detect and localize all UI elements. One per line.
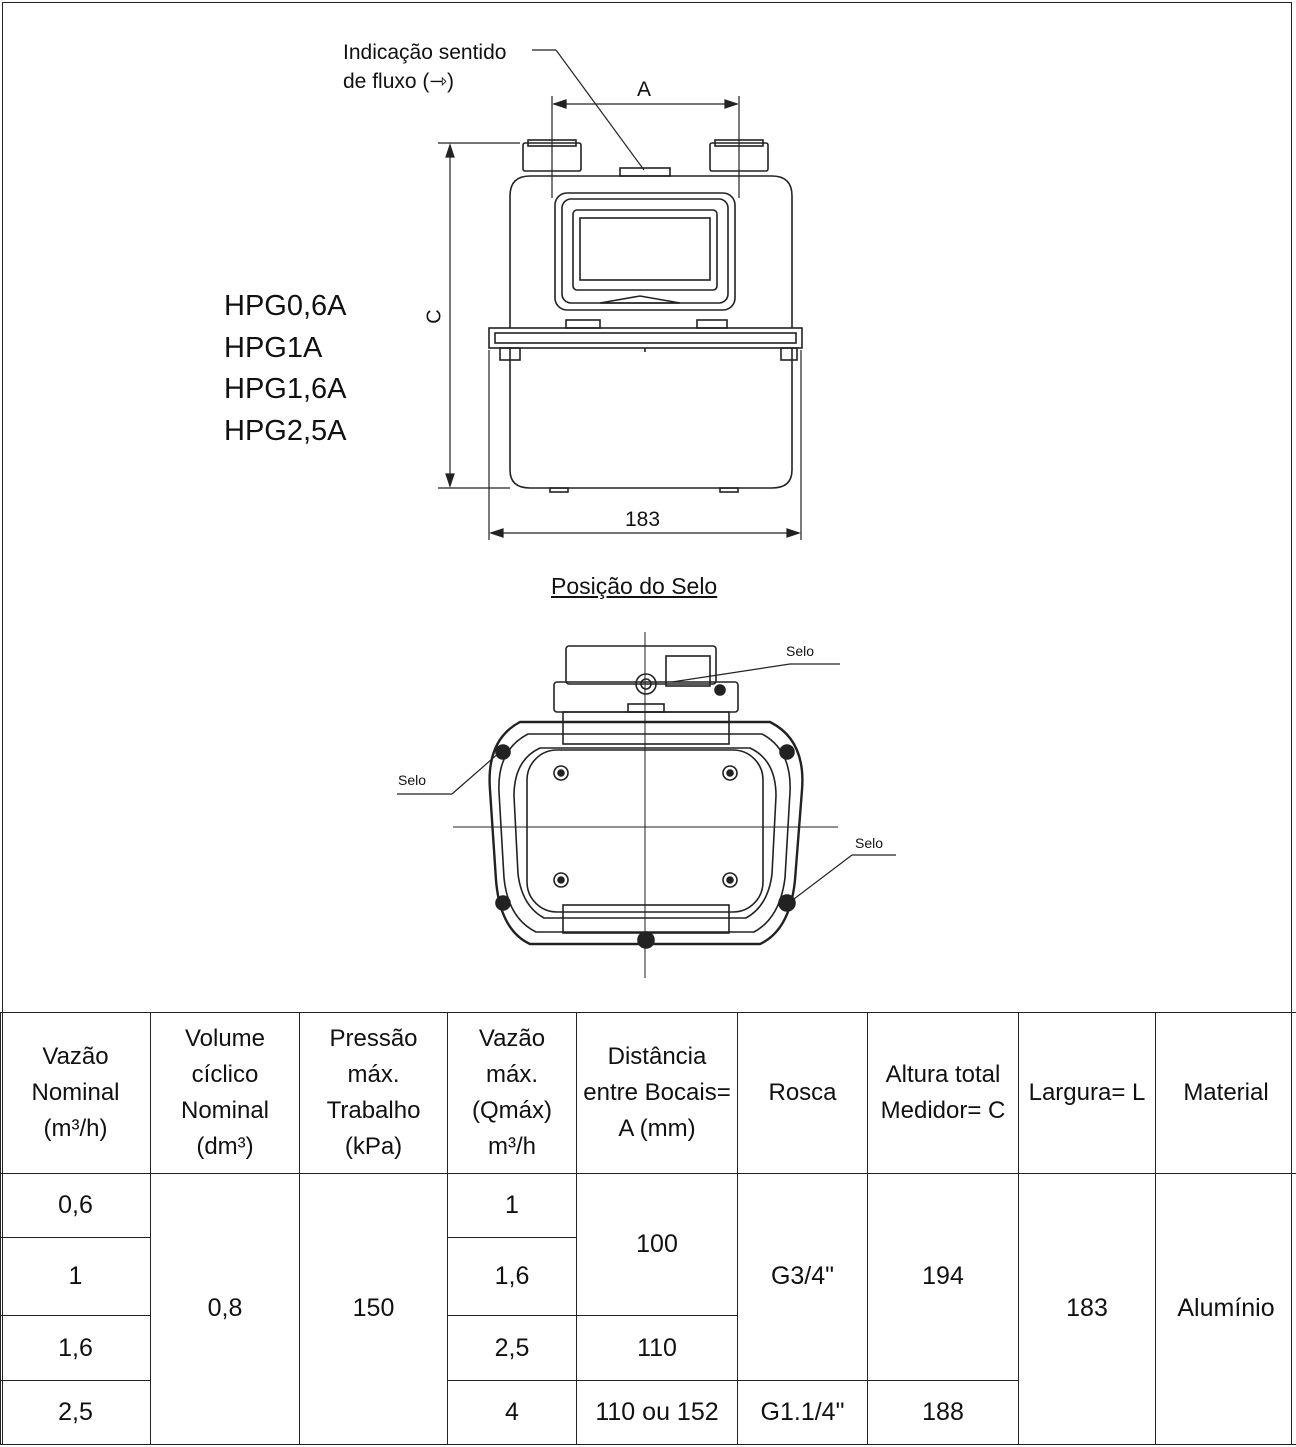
- seal-position-title: Posição do Selo: [551, 573, 718, 599]
- cell-material: Alumínio: [1155, 1172, 1296, 1446]
- header-material: Material: [1155, 1012, 1296, 1174]
- table-header-row: Vazão Nominal (m³/h) Volume cíclico Nomi…: [0, 1012, 1296, 1174]
- table-row: 2,5 4 110 ou 152 G1.1/4" 188: [0, 1379, 1296, 1446]
- header-vazao-max: Vazão máx. (Qmáx) m³/h: [447, 1012, 577, 1174]
- cell-vazao-max: 4: [447, 1379, 577, 1446]
- cell-largura: 183: [1018, 1172, 1156, 1446]
- model-name: HPG1,6A: [224, 373, 347, 405]
- cell-vazao-nominal: 0,6: [0, 1172, 151, 1239]
- model-name: HPG1A: [224, 331, 323, 364]
- dimension-a-label: A: [637, 78, 652, 101]
- flow-label-line1: Indicação sentido: [343, 41, 507, 64]
- header-altura: Altura total Medidor= C: [867, 1012, 1019, 1174]
- dimension-c-label: C: [423, 309, 446, 324]
- header-largura: Largura= L: [1018, 1012, 1156, 1174]
- meter-front-view: [488, 139, 803, 493]
- header-vazao-nominal: Vazão Nominal (m³/h): [0, 1012, 151, 1174]
- header-rosca: Rosca: [737, 1012, 868, 1174]
- model-name: HPG0,6A: [224, 290, 347, 322]
- meter-drawing-svg: [397, 49, 896, 978]
- seal-position-view: [397, 632, 896, 978]
- model-list: HPG0,6A HPG1A HPG1,6A HPG2,5A: [224, 286, 347, 452]
- header-volume-ciclico: Volume cíclico Nominal (dm³): [150, 1012, 300, 1174]
- cell-rosca: G3/4": [737, 1172, 868, 1381]
- cell-distancia: 110 ou 152: [576, 1379, 738, 1446]
- cell-vazao-max: 1,6: [447, 1237, 577, 1317]
- cell-vazao-max: 1: [447, 1172, 577, 1239]
- seal-label-right: Selo: [855, 835, 884, 851]
- technical-drawing: Indicação sentido de fluxo (⇾) A C 183 H…: [224, 38, 896, 978]
- cell-distancia: 110: [576, 1315, 738, 1381]
- cell-altura: 188: [867, 1379, 1019, 1446]
- seal-label-left: Selo: [398, 772, 427, 788]
- cell-rosca: G1.1/4": [737, 1379, 868, 1446]
- model-name: HPG2,5A: [224, 414, 347, 447]
- table-row: 1 1,6: [0, 1237, 1296, 1317]
- dimension-width-label: 183: [625, 508, 661, 531]
- table-row: 0,6 0,8 150 1 100 G3/4" 194 183 Alumínio: [0, 1172, 1296, 1446]
- cell-distancia: 100: [576, 1172, 738, 1317]
- dimension-lines: [438, 49, 802, 540]
- cell-vazao-nominal: 2,5: [0, 1379, 151, 1446]
- cell-vazao-max: 2,5: [447, 1315, 577, 1381]
- cell-volume-ciclico: 0,8: [150, 1172, 300, 1446]
- flow-direction-label: Indicação sentido de fluxo (⇾): [343, 38, 506, 96]
- header-distancia: Distância entre Bocais= A (mm): [576, 1012, 738, 1174]
- seal-label-top: Selo: [786, 643, 815, 659]
- cell-vazao-nominal: 1,6: [0, 1315, 151, 1381]
- cell-vazao-nominal: 1: [0, 1237, 151, 1317]
- cell-pressao: 150: [299, 1172, 448, 1446]
- flow-label-line2: de fluxo (⇾): [343, 70, 454, 93]
- header-pressao: Pressão máx. Trabalho (kPa): [299, 1012, 448, 1174]
- cell-altura: 194: [867, 1172, 1019, 1381]
- specifications-table: Vazão Nominal (m³/h) Volume cíclico Nomi…: [0, 1012, 1296, 1446]
